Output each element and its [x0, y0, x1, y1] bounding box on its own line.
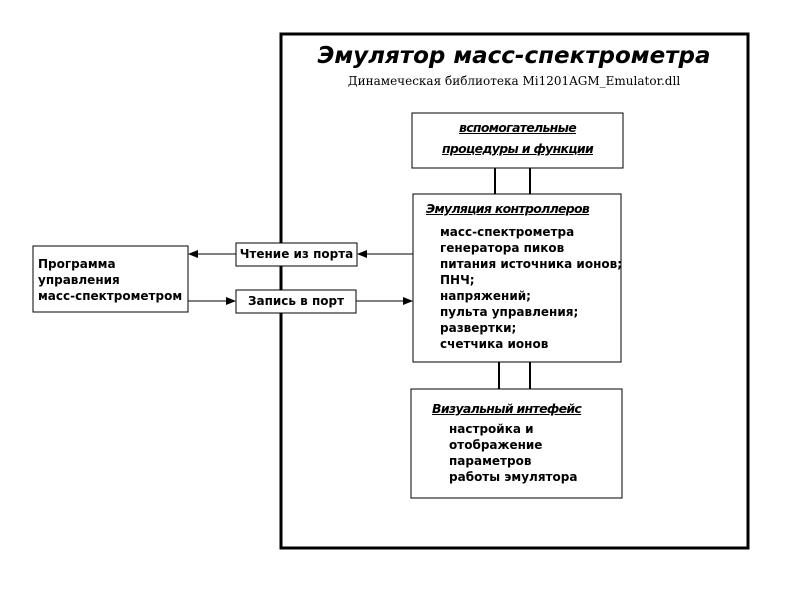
visual-interface-box [410, 388, 623, 499]
list-item: счетчика ионов [440, 337, 549, 351]
visual-box-list: настройка и отображение параметров работ… [449, 421, 577, 485]
visual-box-heading: Визуальный интефейс [432, 401, 582, 416]
read-port-label: Чтение из порта [239, 247, 354, 261]
list-item: работы эмулятора [449, 470, 578, 484]
list-item: напряжений; [440, 289, 531, 303]
control-program-box [32, 245, 189, 313]
list-item: развертки; [440, 321, 517, 335]
list-item: отображение [449, 438, 543, 452]
list-item: ПНЧ; [440, 273, 475, 287]
program-line: Программа [38, 257, 116, 271]
page-title: Эмулятор масс-спектрометра [317, 43, 711, 69]
list-item: генератора пиков [440, 241, 565, 255]
list-item: настройка и [449, 422, 534, 436]
emulation-box-list: масс-спектрометра генератора пиков питан… [440, 224, 622, 352]
emulation-box-heading: Эмуляция контроллеров [426, 201, 590, 216]
helper-box-line-2: процедуры и функции [441, 141, 594, 156]
controller-emulation-box [412, 193, 622, 363]
list-item: питания источника ионов; [440, 257, 622, 271]
write-port-label: Запись в порт [247, 294, 345, 308]
control-program-text: Программа управления масс-спектрометром [38, 256, 182, 304]
program-line: масс-спектрометром [38, 289, 183, 303]
page-subtitle: Динамеческая библиотека Mi1201AGM_Emulat… [347, 74, 681, 88]
list-item: пульта управления; [440, 305, 579, 319]
helper-box-line-1: вспомогательные [458, 120, 577, 135]
list-item: масс-спектрометра [440, 225, 575, 239]
helper-functions-box [411, 112, 624, 169]
list-item: параметров [449, 454, 532, 468]
program-line: управления [38, 273, 120, 287]
